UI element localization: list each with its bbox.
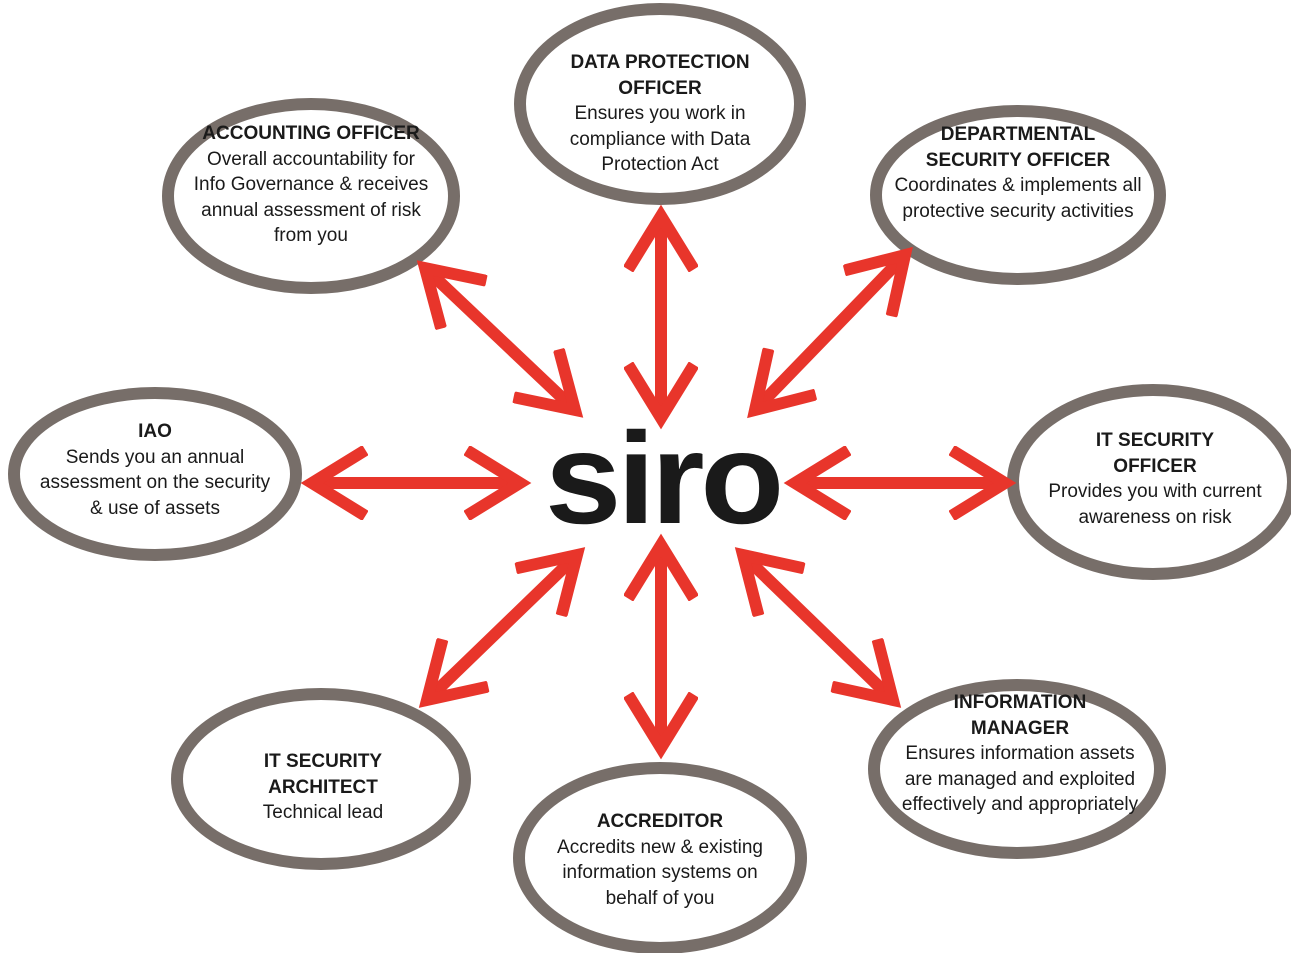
node-description: Overall accountability for Info Governan… (193, 148, 429, 247)
ellipse-accounting-officer (162, 98, 460, 294)
node-description: Ensures information assets are managed a… (901, 743, 1139, 815)
node-information-manager: INFORMATION MANAGER Ensures information … (895, 690, 1145, 818)
ellipse-departmental-security-officer (870, 105, 1166, 285)
node-description: Sends you an annual assessment on the se… (39, 446, 271, 519)
node-title: IT SECURITY ARCHITECT (263, 751, 383, 798)
arrow-departmental-security-officer (755, 255, 905, 410)
siro-logo: siro (545, 428, 784, 538)
ellipse-information-manager (868, 679, 1166, 859)
node-accreditor: ACCREDITOR Accredits new & existing info… (540, 809, 780, 911)
node-title: IAO (138, 421, 172, 442)
node-title: ACCREDITOR (596, 811, 724, 832)
node-data-protection-officer: DATA PROTECTION OFFICER Ensures you work… (540, 50, 780, 178)
node-title: INFORMATION MANAGER (953, 692, 1087, 739)
node-description: Accredits new & existing information sys… (557, 836, 763, 909)
node-it-security-officer: IT SECURITY OFFICER Provides you with cu… (1045, 428, 1265, 530)
node-it-security-architect: IT SECURITY ARCHITECT Technical lead (223, 749, 423, 826)
node-description: Technical lead (262, 802, 384, 823)
node-title: DATA PROTECTION OFFICER (570, 52, 750, 99)
node-departmental-security-officer: DEPARTMENTAL SECURITY OFFICER Coordinate… (893, 122, 1143, 224)
node-description: Ensures you work in compliance with Data… (569, 103, 751, 175)
ellipse-accreditor (513, 762, 807, 953)
ellipse-data-protection-officer (514, 3, 806, 205)
node-accounting-officer: ACCOUNTING OFFICER Overall accountabilit… (193, 121, 429, 249)
node-title: IT SECURITY OFFICER (1095, 430, 1215, 477)
node-description: Coordinates & implements all protective … (894, 175, 1142, 222)
node-description: Provides you with current awareness on r… (1048, 481, 1262, 528)
arrow-accounting-officer (425, 268, 575, 410)
arrow-it-security-architect (427, 555, 577, 700)
node-title: DEPARTMENTAL SECURITY OFFICER (925, 124, 1111, 171)
ellipse-iao (8, 387, 302, 561)
node-iao: IAO Sends you an annual assessment on th… (35, 419, 275, 521)
node-title: ACCOUNTING OFFICER (202, 123, 420, 144)
siro-logo-text: siro (545, 428, 780, 538)
arrow-information-manager (743, 555, 893, 700)
arrows (312, 216, 1005, 748)
ellipse-it-security-architect (171, 688, 471, 870)
